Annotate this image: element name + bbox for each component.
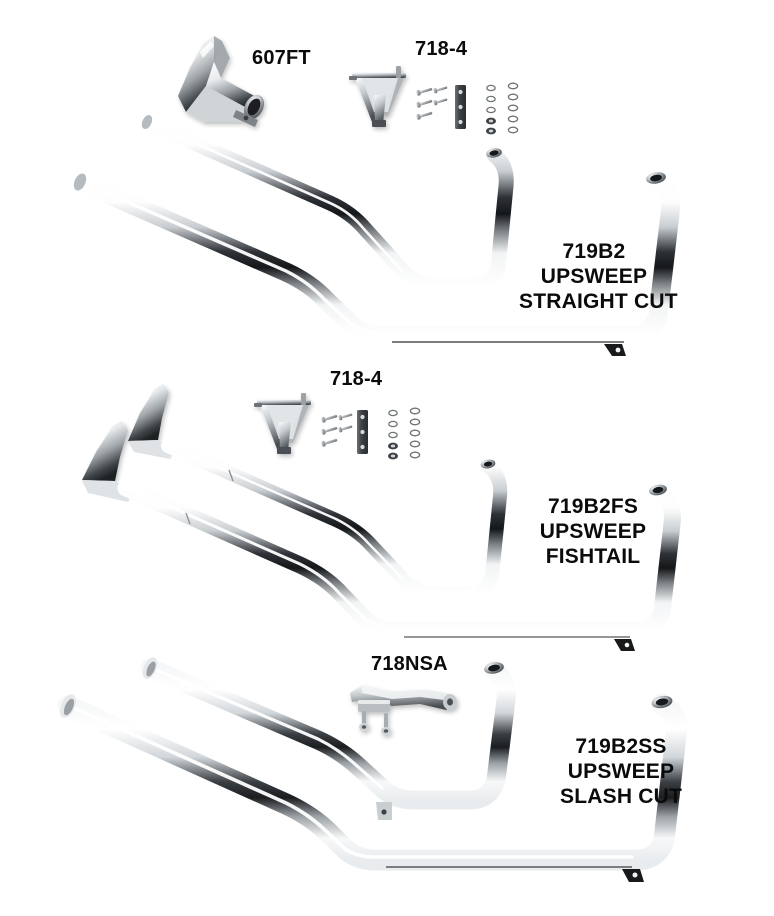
section-straight-cut-art [70,36,680,356]
hardware-washers-sec1 [486,82,519,135]
mount-bracket-718nsa [350,685,457,735]
label-607ft: 607FT [252,47,311,71]
mount-bracket-718-4-sec2 [254,393,311,454]
exhaust-pipe-lower-719b2fs [82,421,681,651]
label-719b2ss-line2: UPSWEEP [567,759,675,783]
label-719b2-straight-cut: 719B2 UPSWEEP STRAIGHT CUT [519,240,678,314]
fishtail-tip-607ft [178,36,265,127]
exhaust-pipe-lower-719b2 [70,170,680,356]
label-719b2ss-line3: SLASH CUT [560,784,682,808]
label-719b2ss-slash-cut: 719B2SS UPSWEEP SLASH CUT [541,735,701,809]
label-718nsa: 718NSA [371,653,448,677]
label-719b2fs-line2: UPSWEEP [539,519,647,543]
label-718-4-section1: 718-4 [415,38,467,62]
mount-strap-sec2 [357,410,368,454]
label-719b2-line1: 719B2 [562,240,626,263]
label-718nsa-text: 718NSA [371,653,448,675]
exhaust-pipe-upper-719b2 [139,114,514,294]
mount-bracket-718-4-sec1 [349,66,406,127]
label-718-4-section2: 718-4 [330,368,382,392]
label-719b2-line2: UPSWEEP [540,264,648,288]
hardware-bolts-sec2 [321,413,353,447]
section-slash-cut-art [57,657,687,882]
label-718-4-section1-text: 718-4 [415,38,468,60]
label-719b2fs-fishtail: 719B2FS UPSWEEP FISHTAIL [518,495,668,569]
section-fishtail-art [82,384,681,651]
hardware-bolts-sec1 [416,86,448,120]
label-718-4-section2-text: 718-4 [330,368,383,390]
exhaust-pipe-upper-719b2ss [140,657,516,820]
label-719b2fs-line1: 719B2FS [547,495,639,518]
hardware-washers-sec2 [388,407,421,460]
exhaust-pipe-lower-719b2ss [57,693,687,882]
label-719b2-line3: STRAIGHT CUT [519,289,678,313]
mount-strap-sec1 [455,85,466,129]
label-719b2ss-line1: 719B2SS [575,735,667,758]
exhaust-pipe-upper-719b2fs [128,384,508,601]
label-607ft-text: 607FT [252,47,311,69]
label-719b2fs-line3: FISHTAIL [545,544,641,568]
